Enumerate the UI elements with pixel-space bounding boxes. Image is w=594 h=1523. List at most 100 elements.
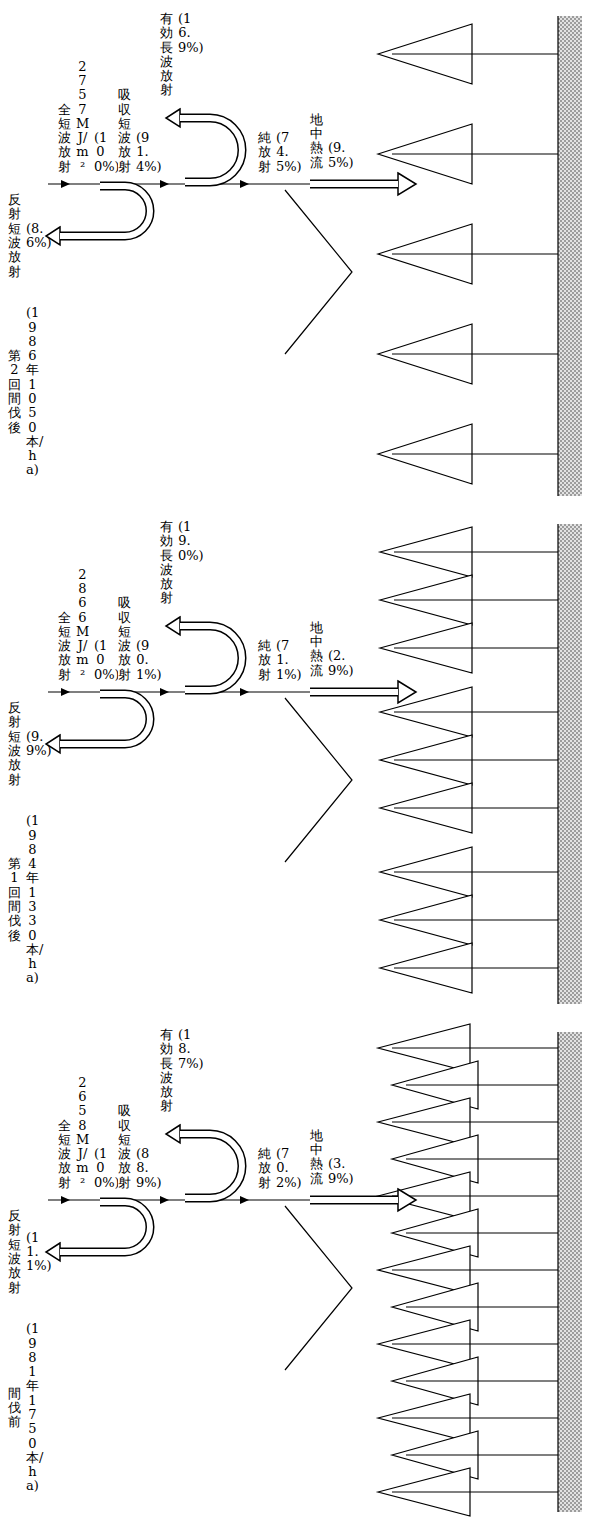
net-percent: (71.1%) (276, 639, 289, 682)
ground-soil (558, 16, 582, 496)
ground-surface (557, 1032, 558, 1512)
reflected-percent: (11.1%) (26, 1231, 39, 1274)
absorbed-label: 吸収短波放射 (118, 88, 131, 174)
longwave-arrow-head (166, 1125, 180, 1143)
reflected-arrow-outline (60, 186, 150, 236)
longwave-arrow-fill (180, 626, 242, 690)
panel-illustration (46, 16, 582, 496)
net-percent: (70.2%) (276, 1147, 289, 1190)
flow-arrowhead (240, 1196, 249, 1204)
tree-trunk (392, 1269, 558, 1270)
soil-heat-arrow-outline (310, 180, 398, 189)
soil-heat-arrow-fill (310, 181, 398, 187)
soil-heat-arrow-head (398, 173, 416, 195)
stand-density: (1981年1750本/ha) (26, 1322, 39, 1494)
tree-trunk (392, 53, 558, 54)
panel-title: 第2回 間伐後 (8, 349, 21, 435)
absorbed-label: 吸収短波放射 (118, 596, 131, 682)
tree-trunk (406, 1454, 558, 1455)
longwave-label: 有効長波放射 (160, 12, 173, 98)
flow-arrowhead (61, 1196, 70, 1204)
panel-illustration (46, 1024, 582, 1516)
net-radiation-wedge (285, 1206, 352, 1370)
soil-heat-label: 地中熱流 (310, 113, 323, 170)
flow-arrowhead (61, 180, 70, 188)
tree-trunk (394, 759, 558, 760)
tree-trunk (406, 1380, 558, 1381)
tree-trunk (394, 967, 558, 968)
soil-heat-label: 地中熱流 (310, 621, 323, 678)
reflected-arrow-fill (60, 694, 150, 744)
longwave-arrow-fill (180, 1134, 242, 1198)
incoming-energy: 2866MJ/m² (76, 568, 89, 682)
tree-trunk (406, 1084, 558, 1085)
incoming-label: 全短波放射 (58, 1119, 71, 1190)
absorbed-percent: (91.4%) (136, 131, 149, 174)
longwave-arrow-outline (180, 118, 242, 182)
tree-trunk (392, 253, 558, 254)
tree-trunk (394, 647, 558, 648)
tree-trunk (392, 1491, 558, 1492)
tree-trunk (392, 1121, 558, 1122)
reflected-label: 反射短波放射 (8, 193, 21, 279)
panel-title: 間伐前 (8, 1387, 21, 1430)
longwave-arrow-outline (180, 1134, 242, 1198)
tree-trunk (394, 551, 558, 552)
ground-soil (558, 1032, 582, 1512)
reflected-arrow-head (46, 735, 60, 753)
incoming-percent: (100%) (94, 639, 107, 682)
tree-trunk (392, 453, 558, 454)
reflected-arrow-outline (60, 694, 150, 744)
incoming-percent: (100%) (94, 1147, 107, 1190)
stand-density: (1984年1330本/ha) (26, 814, 39, 986)
soil-heat-percent: (2.9%) (328, 649, 341, 678)
soil-heat-arrow-outline (310, 688, 398, 697)
soil-heat-arrow-fill (310, 689, 398, 695)
tree-trunk (394, 871, 558, 872)
tree-trunk (392, 153, 558, 154)
soil-heat-arrow-fill (310, 1197, 398, 1203)
reflected-percent: (8.6%) (26, 222, 39, 251)
soil-heat-percent: (9.5%) (328, 141, 341, 170)
tree-trunk (392, 1417, 558, 1418)
flow-arrowhead (160, 1196, 169, 1204)
tree-trunk (406, 1232, 558, 1233)
stand-density: (1986年1050本/ha) (26, 306, 39, 478)
longwave-percent: (19.0%) (178, 520, 191, 563)
tree-trunk (392, 353, 558, 354)
ground-surface (557, 524, 558, 1004)
tree-trunk (406, 1306, 558, 1307)
tree-trunk (394, 599, 558, 600)
net-radiation-wedge (285, 190, 352, 354)
panel-title: 第1回 間伐後 (8, 857, 21, 943)
reflected-percent: (9.9%) (26, 730, 39, 759)
incoming-energy: 2658MJ/m² (76, 1076, 89, 1190)
longwave-percent: (16.9%) (178, 12, 191, 55)
reflected-label: 反射短波放射 (8, 701, 21, 787)
incoming-percent: (100%) (94, 131, 107, 174)
soil-heat-label: 地中熱流 (310, 1129, 323, 1186)
flow-arrowhead (240, 180, 249, 188)
longwave-label: 有効長波放射 (160, 1028, 173, 1114)
reflected-arrow-head (46, 1243, 60, 1261)
tree-trunk (394, 711, 558, 712)
net-label: 純放射 (258, 1147, 271, 1190)
soil-heat-percent: (3.9%) (328, 1157, 341, 1186)
flow-axis (48, 1199, 310, 1200)
flow-arrowhead (160, 688, 169, 696)
tree-trunk (394, 807, 558, 808)
tree-trunk (392, 1343, 558, 1344)
incoming-label: 全短波放射 (58, 103, 71, 174)
longwave-arrow-head (166, 109, 180, 127)
longwave-label: 有効長波放射 (160, 520, 173, 606)
incoming-energy: 2757MJ/m² (76, 60, 89, 174)
ground-soil (558, 524, 582, 1004)
tree-trunk (392, 1047, 558, 1048)
longwave-arrow-fill (180, 118, 242, 182)
absorbed-label: 吸収短波放射 (118, 1104, 131, 1190)
reflected-arrow-head (46, 227, 60, 245)
net-label: 純放射 (258, 131, 271, 174)
reflected-label: 反射短波放射 (8, 1209, 21, 1295)
flow-axis (48, 691, 310, 692)
